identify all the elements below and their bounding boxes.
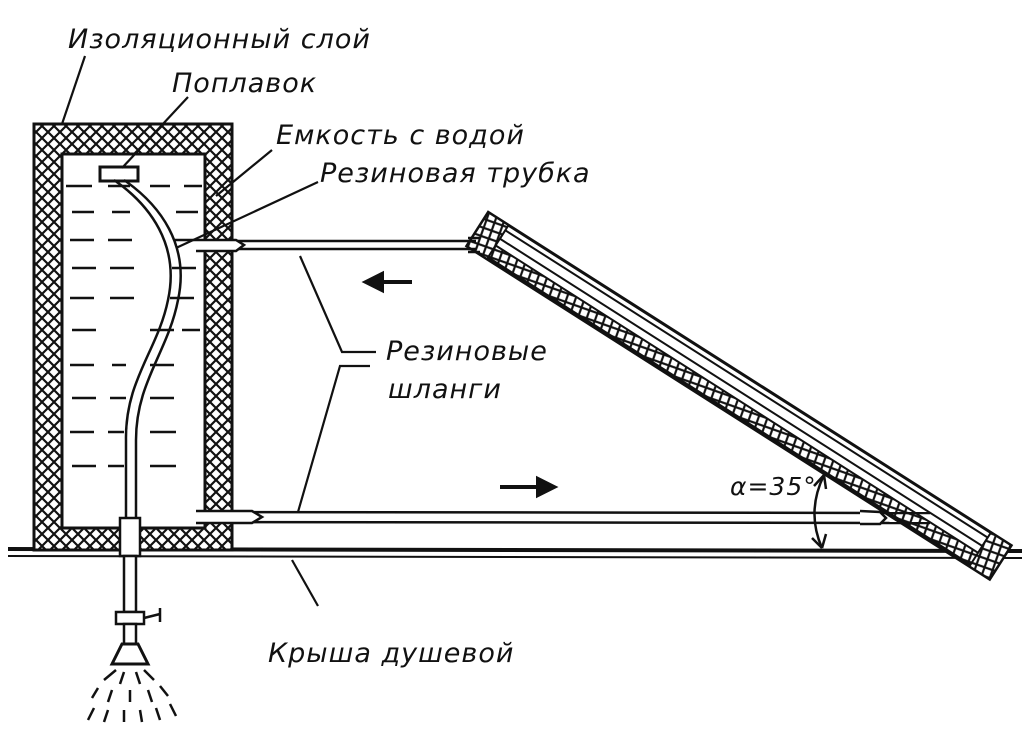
label-rubber-hoses-2: шланги	[388, 374, 502, 405]
water-surface	[66, 184, 202, 468]
float-tube	[113, 178, 182, 520]
float	[98, 165, 140, 183]
label-insulation-layer: Изоляционный слой	[68, 24, 371, 55]
angle-marker	[811, 474, 828, 549]
label-float: Поплавок	[172, 68, 318, 99]
shower-valve	[114, 610, 146, 626]
label-shower-roof: Крыша душевой	[268, 638, 515, 669]
shower-head-icon	[109, 642, 151, 666]
label-water-tank: Емкость с водой	[276, 120, 525, 151]
tank-insulation-wall	[32, 122, 234, 552]
leader-lines	[60, 55, 376, 607]
solar-collector	[464, 210, 1014, 582]
label-rubber-tube: Резиновая трубка	[320, 158, 591, 189]
flow-arrow-left-icon	[361, 270, 412, 294]
flow-arrow-right-icon	[500, 475, 559, 499]
upper-hose	[196, 236, 480, 254]
label-rubber-hoses-1: Резиновые	[386, 336, 548, 367]
lower-hose	[195, 509, 931, 526]
water-tank	[32, 122, 234, 552]
label-angle: α=35°	[730, 472, 817, 501]
water-spray	[86, 669, 178, 723]
shower-outlet	[86, 516, 178, 723]
